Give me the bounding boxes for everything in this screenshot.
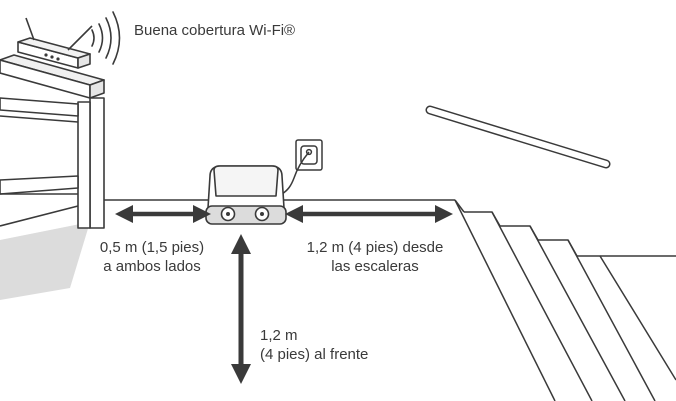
- wifi-label: Buena cobertura Wi-Fi®: [134, 22, 296, 39]
- robot-dock-icon: [205, 165, 287, 225]
- power-outlet-icon: [281, 139, 323, 195]
- front-distance-label: 1,2 m (4 pies) al frente: [260, 326, 368, 364]
- shelf-shadow: [0, 222, 90, 300]
- shelf: [0, 54, 105, 229]
- side-distance-label: 0,5 m (1,5 pies) a ambos lados: [74, 238, 230, 276]
- stairs-icon: [454, 199, 676, 401]
- stairs-distance-line1: 1,2 m (4 pies) desde: [306, 239, 444, 256]
- stairs-distance-label: 1,2 m (4 pies) desde las escaleras: [290, 238, 460, 276]
- front-distance-line1: 1,2 m: [260, 327, 298, 344]
- router-icon: [17, 17, 93, 69]
- front-distance-line2: (4 pies) al frente: [260, 346, 369, 363]
- stairs-distance-line2: las escaleras: [331, 258, 419, 275]
- wifi-signal-icon: [91, 11, 121, 65]
- side-distance-line2: a ambos lados: [103, 258, 201, 275]
- baton-icon: [425, 105, 611, 169]
- side-distance-line1: 0,5 m (1,5 pies): [99, 239, 205, 256]
